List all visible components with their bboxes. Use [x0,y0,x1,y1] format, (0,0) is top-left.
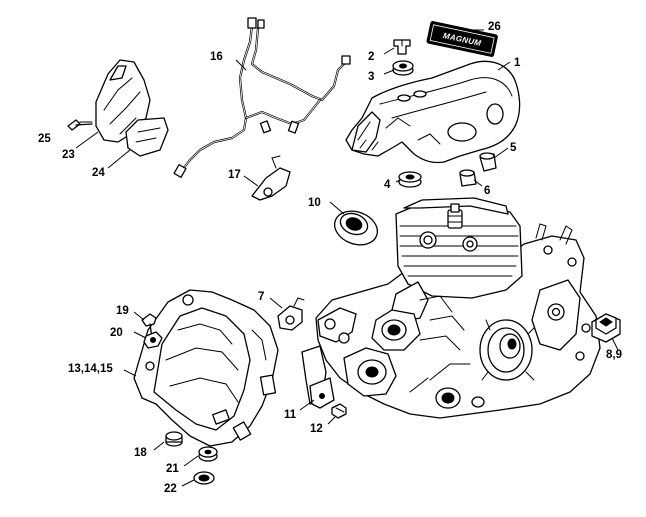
callout-7: 7 [258,291,264,303]
ring-22[interactable] [193,471,215,485]
screw-12[interactable] [331,403,347,419]
buffer-21[interactable] [198,446,218,462]
knob-screw[interactable] [393,39,411,55]
callout-19: 19 [116,305,129,317]
buffer-18[interactable] [165,431,183,447]
callout-16: 16 [210,51,223,63]
crankshaft-end [479,319,537,381]
callout-13-14-15: 13,14,15 [68,363,113,375]
bracket-11[interactable] [301,345,335,409]
grommet-3[interactable] [392,60,414,76]
nut-20[interactable] [143,331,163,349]
callout-25: 25 [38,133,51,145]
callout-4: 4 [384,179,391,191]
buffer-6[interactable] [459,169,477,187]
handle-housing[interactable] [133,289,279,447]
callout-26: 26 [488,21,501,33]
screw-25[interactable] [67,119,93,131]
wire-clip[interactable] [251,155,291,201]
callout-1: 1 [514,57,521,69]
magnum-decal[interactable]: MAGNUM [426,21,498,57]
decomp-valve [419,231,478,252]
spark-plug [447,203,463,229]
callout-21: 21 [166,463,179,475]
connector-7[interactable] [277,297,305,331]
callout-18: 18 [134,447,147,459]
engine-block [315,197,601,419]
callout-8-9: 8,9 [606,349,622,361]
sleeve-5[interactable] [479,152,497,172]
callout-22: 22 [164,483,177,495]
grommet-4[interactable] [398,171,422,188]
callout-5: 5 [510,142,517,154]
wiring-harness[interactable] [173,17,351,178]
callout-3: 3 [368,71,374,83]
callout-11: 11 [284,409,297,421]
callout-2: 2 [368,51,374,63]
leader-lines [75,29,619,487]
callout-10: 10 [308,197,321,209]
callout-6: 6 [484,185,490,197]
intake-boot[interactable] [330,205,382,250]
callout-20: 20 [110,327,123,339]
callout-labels: 1 2 3 4 5 6 7 8,9 10 11 12 13,14,15 16 1… [38,21,622,495]
callout-24: 24 [92,167,105,179]
callout-17: 17 [228,169,241,181]
cover-plate-24[interactable] [125,117,169,157]
callout-12: 12 [310,423,323,435]
chain-tensioner-nut[interactable] [591,313,621,343]
callout-23: 23 [62,149,75,161]
shroud-cover[interactable] [345,60,521,164]
